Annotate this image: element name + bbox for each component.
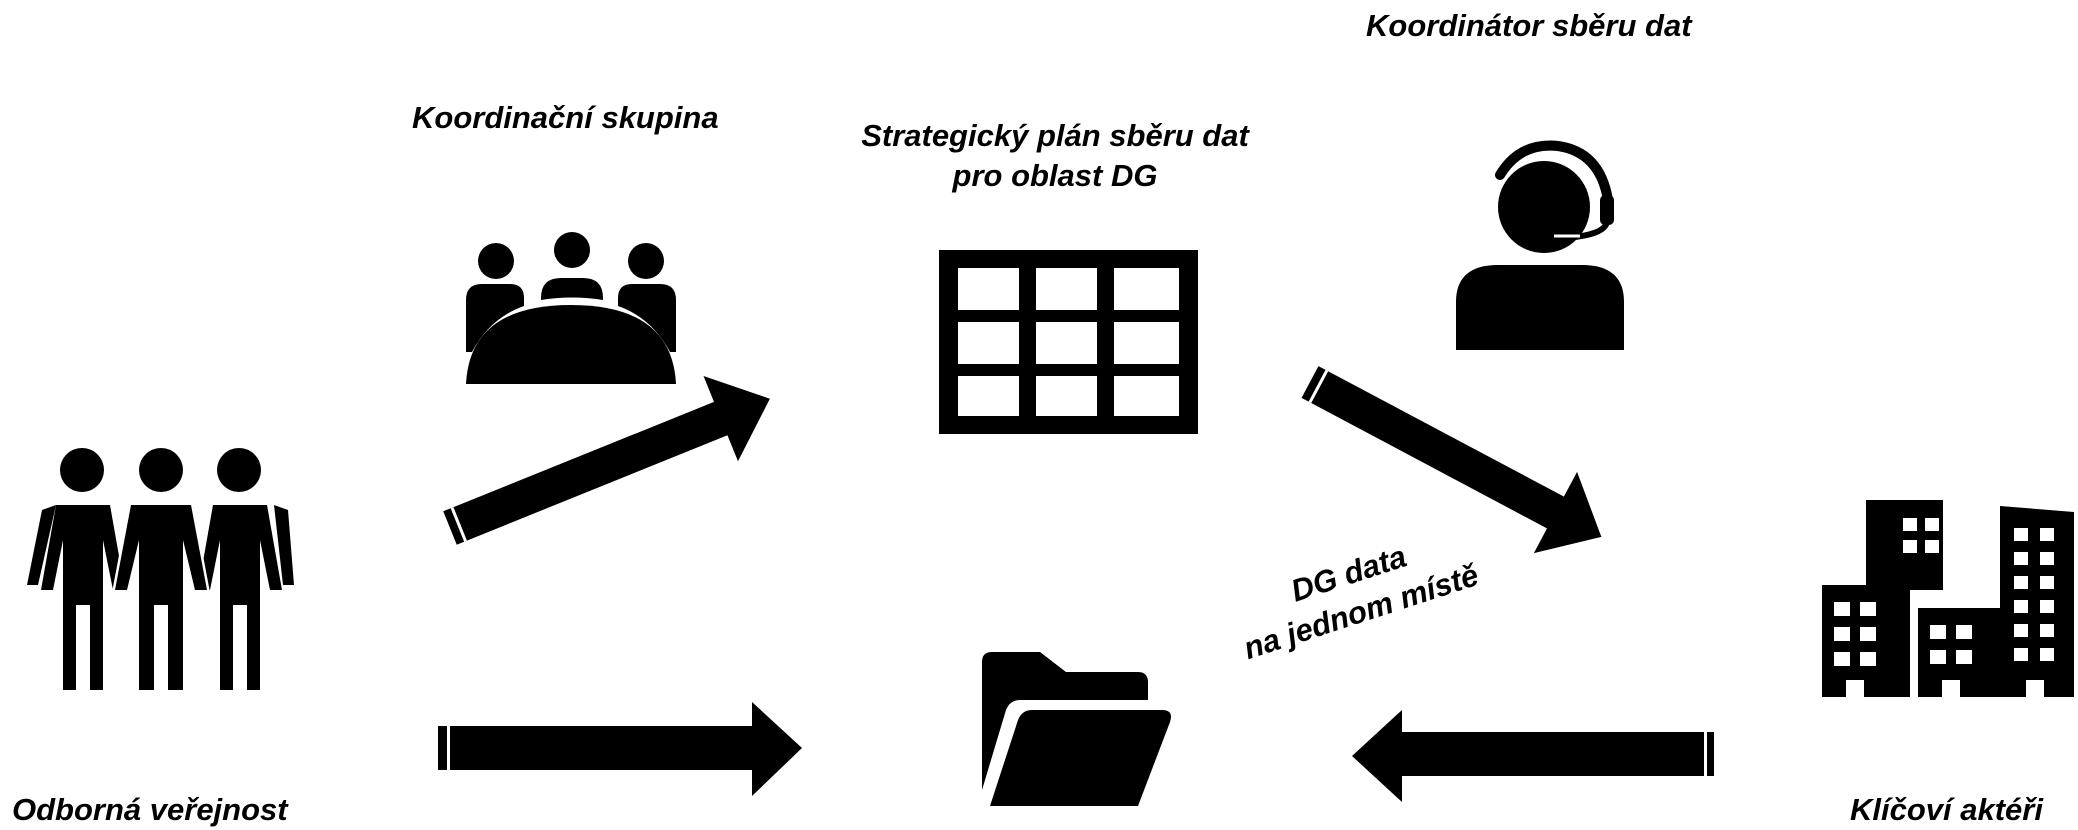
expert-public-label: Odborná veřejnost	[12, 792, 288, 827]
headset-operator-icon	[1456, 140, 1624, 350]
strategic-plan-label-line1: Strategický plán sběru dat	[861, 118, 1249, 153]
strategic-plan-label-line2: pro oblast DG	[952, 158, 1158, 193]
meeting-group-icon	[466, 232, 676, 384]
arrow-public-to-folder	[438, 702, 802, 796]
table-grid-icon	[939, 250, 1198, 434]
open-folder-icon	[982, 652, 1171, 806]
key-actors-label: Klíčoví aktéři	[1850, 792, 2043, 827]
arrow-public-to-plan	[443, 375, 770, 545]
strategic-plan-label: Strategický plán sběru dat pro oblast DG	[830, 116, 1280, 196]
arrow-actors-to-folder	[1352, 710, 1714, 802]
people-group-icon	[27, 448, 294, 693]
arrow-plan-to-actors	[1301, 366, 1602, 554]
data-coordinator-label: Koordinátor sběru dat	[1366, 8, 1692, 43]
coordination-group-label: Koordinační skupina	[412, 100, 719, 135]
buildings-icon	[1822, 500, 2074, 697]
